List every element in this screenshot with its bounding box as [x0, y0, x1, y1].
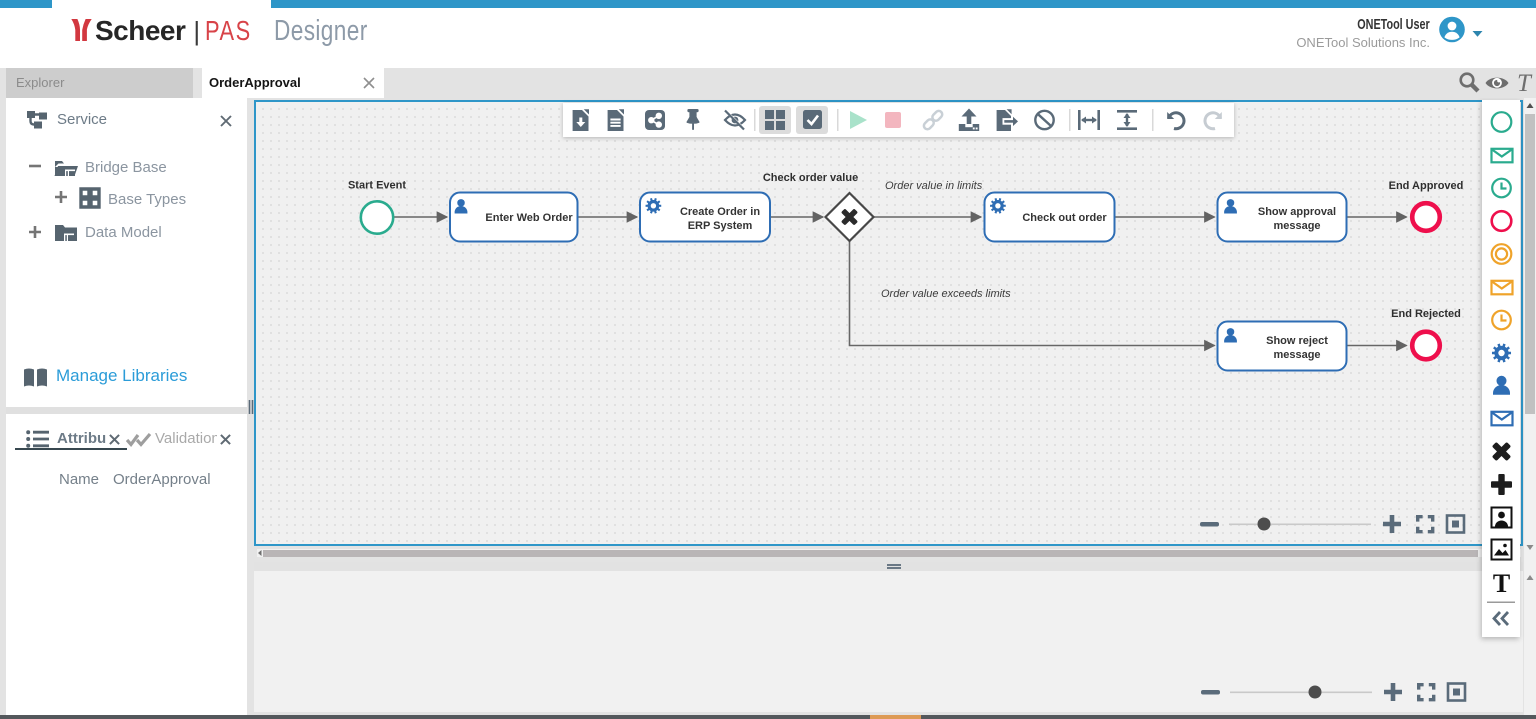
- svg-text:End Approved: End Approved: [1389, 180, 1464, 192]
- svg-text:T: T: [1493, 569, 1510, 598]
- svg-text:Check out order: Check out order: [1022, 212, 1107, 224]
- svg-text:Check order value: Check order value: [763, 172, 858, 184]
- svg-text:Order value exceeds limits: Order value exceeds limits: [881, 288, 1011, 300]
- svg-text:Enter Web Order: Enter Web Order: [485, 212, 573, 224]
- svg-text:T: T: [1517, 71, 1533, 95]
- svg-text:Show reject: Show reject: [1266, 335, 1328, 347]
- svg-text:ERP System: ERP System: [688, 220, 753, 232]
- svg-text:Start Event: Start Event: [348, 180, 406, 192]
- svg-text:Create Order in: Create Order in: [680, 206, 760, 218]
- svg-text:Order value in limits: Order value in limits: [885, 180, 983, 192]
- svg-text:message: message: [1273, 349, 1320, 361]
- svg-text:End Rejected: End Rejected: [1391, 308, 1461, 320]
- svg-text:Show approval: Show approval: [1258, 206, 1336, 218]
- svg-text:message: message: [1273, 220, 1320, 232]
